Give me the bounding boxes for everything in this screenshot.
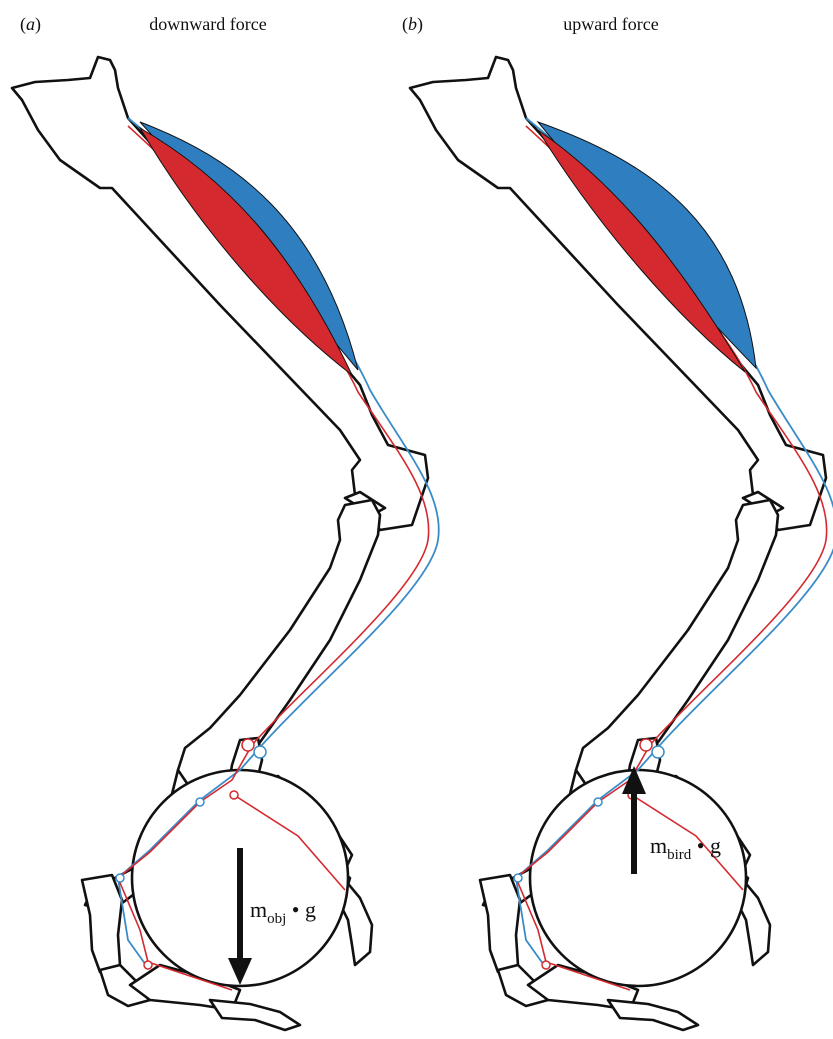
panel-a: mobj • g bbox=[12, 57, 439, 1030]
panel-b: mbird • g bbox=[410, 57, 833, 1030]
